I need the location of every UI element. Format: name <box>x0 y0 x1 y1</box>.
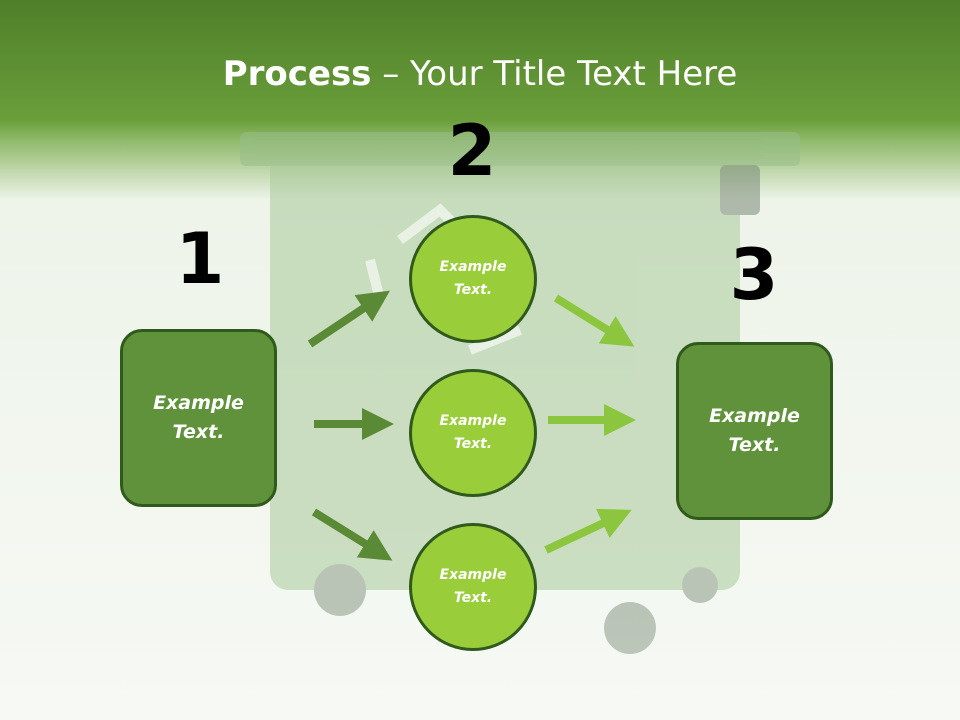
step-2-circle-top[interactable]: Example Text. <box>409 215 537 343</box>
step-2-text-bottom: Example Text. <box>439 567 507 606</box>
title-bold: Process <box>222 54 372 94</box>
step-1-text: Example Text. <box>153 392 244 443</box>
title-rest: – Your Title Text Here <box>371 54 738 94</box>
arrow-2-to-3-top <box>553 294 635 347</box>
arrow-2-to-3-bottom <box>544 508 632 554</box>
slide-title: Process – Your Title Text Here <box>0 52 960 96</box>
step-2-text-top: Example Text. <box>439 259 507 298</box>
step-2-circle-bottom[interactable]: Example Text. <box>409 523 537 651</box>
step-2-number: 2 <box>447 110 497 192</box>
step-1-box[interactable]: Example Text. <box>120 329 277 507</box>
step-3-box[interactable]: Example Text. <box>676 342 833 520</box>
arrow-1-to-2-bottom <box>311 508 393 561</box>
step-2-circle-middle[interactable]: Example Text. <box>409 369 537 497</box>
step-3-text: Example Text. <box>709 405 800 456</box>
step-1-number: 1 <box>175 218 225 300</box>
arrow-1-to-2-top <box>307 290 390 348</box>
step-2-text-middle: Example Text. <box>439 413 507 452</box>
step-3-number: 3 <box>729 234 779 316</box>
